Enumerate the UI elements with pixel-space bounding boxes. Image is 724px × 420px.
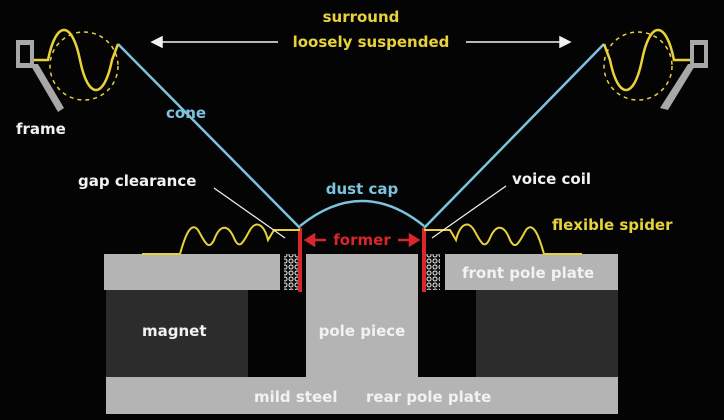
surround-right [602, 28, 694, 92]
label-cone: cone [166, 104, 206, 122]
label-gap-clearance: gap clearance [78, 172, 196, 190]
label-flexible-spider: flexible spider [552, 216, 673, 234]
pole-piece [306, 254, 418, 377]
surround-arrow [150, 35, 572, 49]
label-loosely-suspended: loosely suspended [293, 33, 450, 51]
surround-left [30, 28, 120, 92]
spider-left [142, 223, 300, 255]
label-rear-pole-plate: rear pole plate [366, 388, 491, 406]
voice-coil-left [284, 254, 300, 290]
dust-cap [299, 199, 425, 227]
rear-pole-plate [106, 377, 618, 414]
label-voice-coil: voice coil [512, 170, 591, 188]
label-magnet: magnet [142, 322, 207, 340]
frame-bracket-left [16, 40, 64, 112]
label-mild-steel: mild steel [254, 388, 337, 406]
label-dust-cap: dust cap [326, 180, 399, 198]
front-pole-plate-right [445, 254, 618, 290]
gap-clearance-leader [213, 187, 286, 239]
label-former: former [333, 231, 391, 249]
voice-coil-leader [431, 185, 507, 239]
cone-right [423, 43, 605, 229]
surround-circle-left [49, 31, 119, 101]
surround-circle-right [603, 31, 673, 101]
magnet-right [476, 290, 618, 377]
spider-right [424, 223, 582, 255]
label-pole-piece: pole piece [319, 322, 406, 340]
front-pole-plate-left [104, 254, 280, 290]
label-frame: frame [16, 120, 66, 138]
voice-coil-right [424, 254, 440, 290]
former-arrow [303, 232, 421, 248]
label-surround: surround [323, 8, 400, 26]
label-front-pole-plate: front pole plate [462, 264, 594, 282]
frame-bracket-right [660, 40, 708, 110]
cone-left [117, 43, 301, 229]
magnet-left [106, 290, 248, 377]
